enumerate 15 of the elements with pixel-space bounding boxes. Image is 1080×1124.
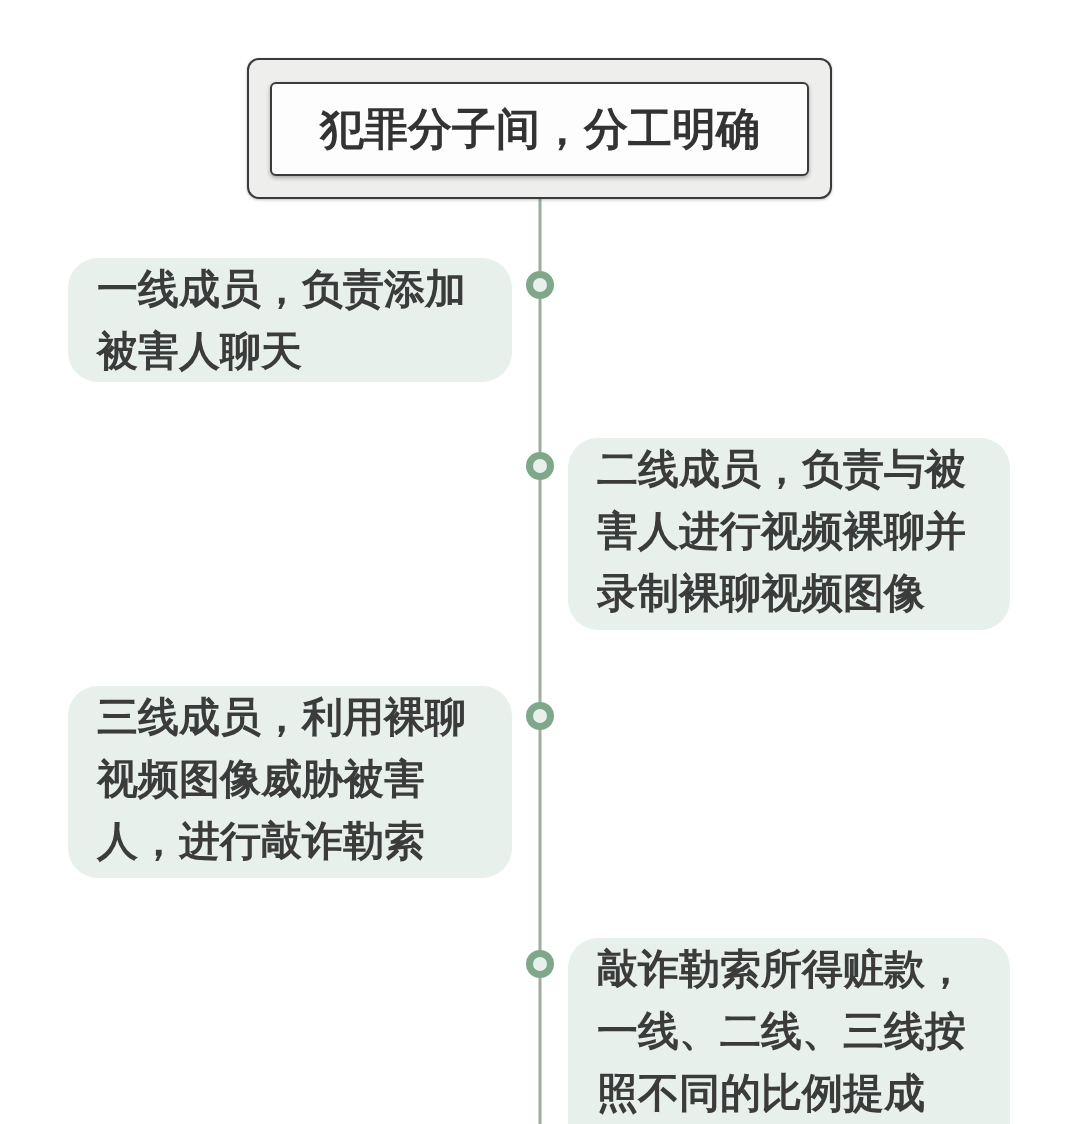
- text-bubble: 三线成员，利用裸聊视频图像威胁被害人，进行敲诈勒索: [68, 686, 512, 878]
- text-bubble: 一线成员，负责添加被害人聊天: [68, 258, 512, 382]
- connector-line: [538, 299, 542, 452]
- connector-line: [538, 978, 542, 1124]
- text-bubble: 二线成员，负责与被害人进行视频裸聊并录制裸聊视频图像: [568, 438, 1010, 630]
- title-box: 犯罪分子间，分工明确: [270, 82, 809, 176]
- timeline-dot: [526, 702, 554, 730]
- connector-line: [538, 199, 542, 271]
- timeline-dot: [526, 950, 554, 978]
- connector-line: [538, 730, 542, 950]
- timeline-dot: [526, 452, 554, 480]
- connector-line: [538, 480, 542, 702]
- text-bubble: 敲诈勒索所得赃款，一线、二线、三线按照不同的比例提成: [568, 938, 1010, 1124]
- title-frame: [247, 58, 832, 199]
- timeline-dot: [526, 271, 554, 299]
